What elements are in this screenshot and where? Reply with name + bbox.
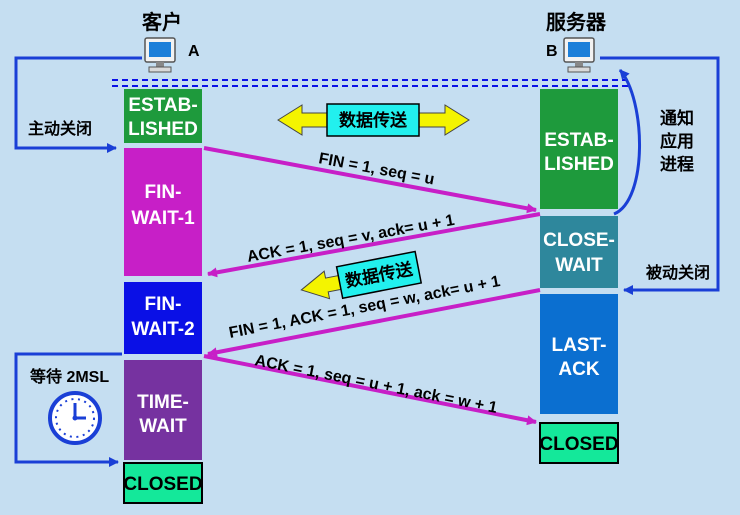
state-label: WAIT xyxy=(139,416,187,437)
message-label-fin: FIN = 1, seq = u xyxy=(317,150,435,188)
active-close-arrow xyxy=(14,56,142,153)
client-state-established: ESTAB- LISHED xyxy=(124,89,202,143)
state-box xyxy=(540,294,618,414)
state-label: CLOSED xyxy=(539,434,618,455)
state-label: FIN- xyxy=(145,182,182,203)
passive-close-arrow xyxy=(600,56,720,295)
server-state-last-ack: LAST- ACK xyxy=(540,294,618,414)
state-label: CLOSED xyxy=(123,474,202,495)
server-state-closed: CLOSED xyxy=(539,422,619,464)
message-label-final-ack: ACK = 1, seq = u + 1, ack = w + 1 xyxy=(253,352,498,417)
state-box xyxy=(539,422,619,464)
state-box xyxy=(124,89,202,143)
server-state-close-wait: CLOSE- WAIT xyxy=(540,216,618,288)
fin-ack-arrow xyxy=(207,288,541,358)
state-label: WAIT xyxy=(555,255,603,276)
data-transfer-label: 数据传送 xyxy=(339,110,408,130)
clock-icon xyxy=(48,391,102,445)
computer-icon xyxy=(563,37,595,73)
state-box xyxy=(540,216,618,288)
notify-app-arrow xyxy=(613,69,641,216)
state-label: LAST- xyxy=(552,335,607,356)
client-state-time-wait: TIME- WAIT xyxy=(124,360,202,460)
state-box xyxy=(124,360,202,460)
state-label: LISHED xyxy=(544,154,614,175)
server-title: 服务器 xyxy=(546,10,607,34)
notify-app-label-1: 通知 xyxy=(660,108,694,128)
client-state-fin-wait-1: FIN- WAIT-1 xyxy=(124,148,202,276)
server-state-established: ESTAB- LISHED xyxy=(540,89,618,209)
state-box xyxy=(124,148,202,276)
server-host-label: B xyxy=(546,43,558,60)
state-box xyxy=(124,282,202,354)
state-label: FIN- xyxy=(145,294,182,315)
state-label: ESTAB- xyxy=(544,130,613,151)
wait-2msl-arrow xyxy=(14,352,122,467)
data-transfer-arrow-left: 数据传送 xyxy=(300,250,423,300)
ack-arrow xyxy=(207,212,541,278)
state-box xyxy=(123,462,203,504)
data-transfer-double-arrow: 数据传送 xyxy=(277,103,470,137)
state-label: WAIT-1 xyxy=(131,208,195,229)
fin-arrow xyxy=(203,146,537,214)
client-title: 客户 xyxy=(141,10,182,34)
state-label: WAIT-2 xyxy=(131,319,194,340)
notify-app-label-2: 应用 xyxy=(660,131,694,151)
client-state-closed: CLOSED xyxy=(123,462,203,504)
message-label-ack: ACK = 1, seq = v, ack= u + 1 xyxy=(246,212,456,266)
state-label: ESTAB- xyxy=(128,95,197,116)
client-state-fin-wait-2: FIN- WAIT-2 xyxy=(124,282,202,354)
wait-2msl-label: 等待 2MSL xyxy=(29,367,109,386)
passive-close-label: 被动关闭 xyxy=(646,263,710,282)
computer-icon xyxy=(144,37,176,73)
state-label: TIME- xyxy=(137,392,189,413)
notify-app-label-3: 进程 xyxy=(660,155,694,174)
final-ack-arrow xyxy=(203,354,537,426)
state-label: CLOSE- xyxy=(543,230,615,251)
active-close-label: 主动关闭 xyxy=(28,119,92,138)
state-box xyxy=(540,89,618,209)
state-label: ACK xyxy=(558,359,599,380)
state-label: LISHED xyxy=(128,119,198,140)
client-host-label: A xyxy=(188,43,200,60)
